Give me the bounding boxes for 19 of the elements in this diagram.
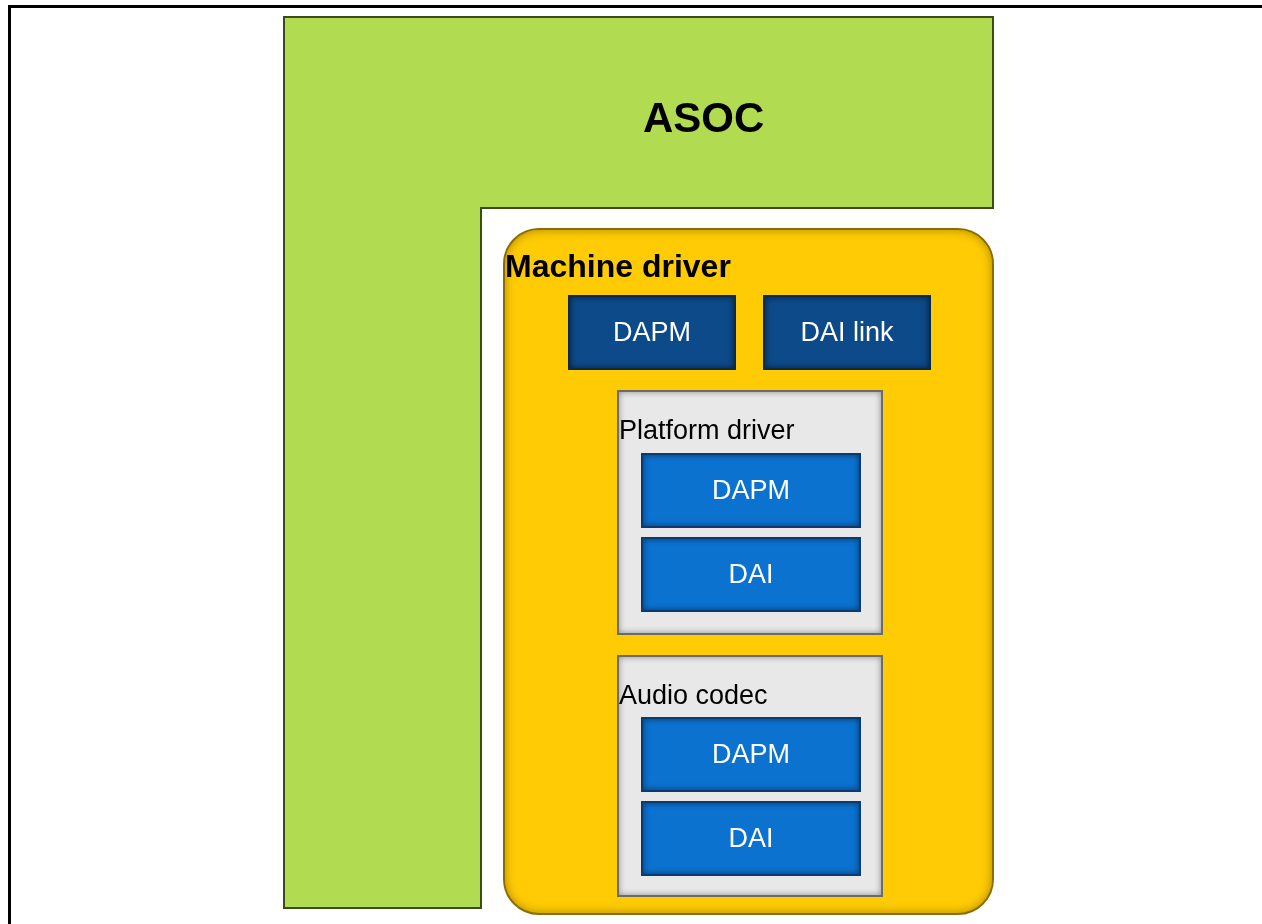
component-box xyxy=(568,295,736,370)
box-label: ASOC xyxy=(643,94,765,141)
box-label: Platform driver xyxy=(619,415,795,445)
component-box xyxy=(641,801,861,876)
component-box xyxy=(641,717,861,792)
component-box xyxy=(641,537,861,612)
box-label: DAI link xyxy=(800,316,894,350)
box-label: Audio codec xyxy=(619,680,768,710)
box-label: Machine driver xyxy=(505,248,731,284)
box-label: DAPM xyxy=(613,316,691,350)
component-box xyxy=(763,295,931,370)
box-label: DAI xyxy=(728,558,774,592)
component-box xyxy=(641,453,861,528)
group-panel xyxy=(617,390,883,635)
box-label: DAPM xyxy=(712,738,790,772)
box-label: DAI xyxy=(728,822,774,856)
group-panel xyxy=(617,655,883,897)
rounded-panel xyxy=(503,228,994,915)
box-label: DAPM xyxy=(712,474,790,508)
